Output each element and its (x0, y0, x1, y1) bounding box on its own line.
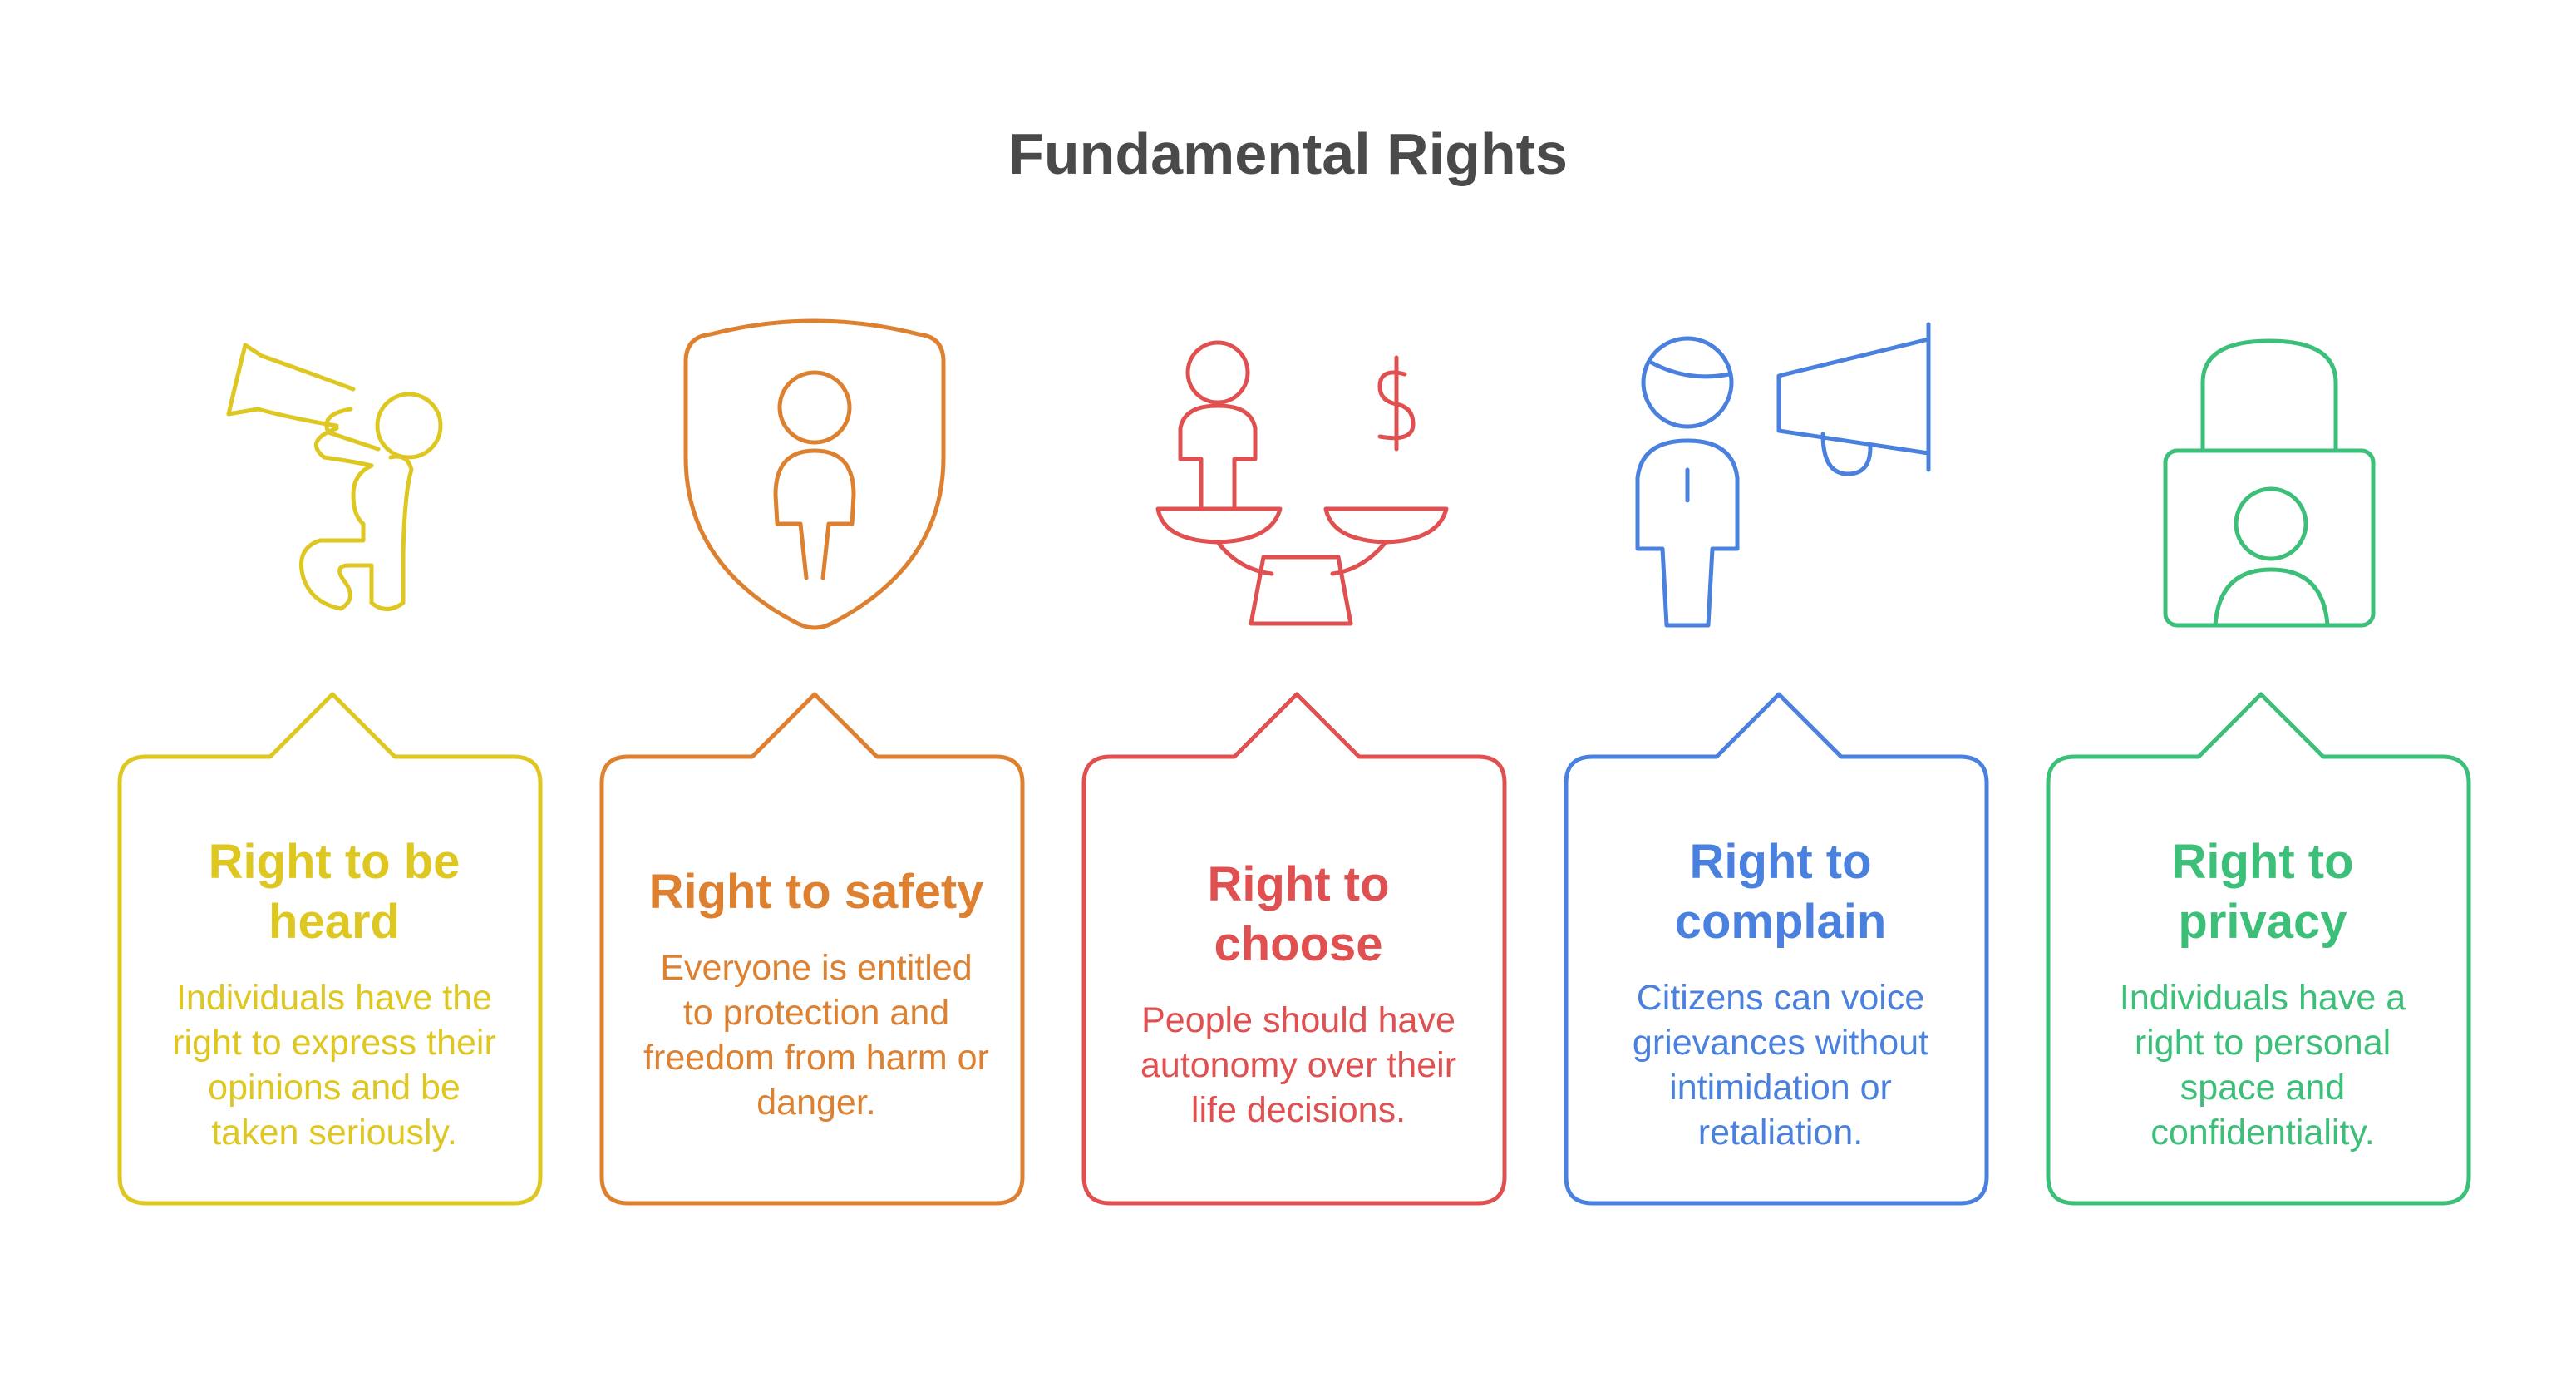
diagram-title: Fundamental Rights (1008, 121, 1568, 186)
card-right-to-privacy: Right to privacy Individuals have a righ… (2046, 690, 2479, 1214)
card-title: Right to safety (648, 865, 984, 919)
padlock-person-icon (2095, 316, 2444, 649)
person-megaphone-icon (1613, 316, 1962, 649)
card-description: Individuals have the right to express th… (172, 978, 496, 1152)
trumpet-player-icon (154, 316, 503, 649)
card-right-to-choose: Right to choose People should have auton… (1081, 690, 1515, 1214)
card-description: Everyone is entitled to protection and f… (643, 948, 989, 1123)
shield-person-icon (640, 316, 989, 649)
card-description: Individuals have a right to personal spa… (2119, 978, 2406, 1152)
card-right-to-be-heard: Right to be heard Individuals have the r… (117, 690, 550, 1214)
card-title: Right to be heard (208, 835, 461, 949)
card-description: People should have autonomy over their l… (1140, 1000, 1457, 1130)
card-right-to-complain: Right to complain Citizens can voice gri… (1564, 690, 1997, 1214)
card-right-to-safety: Right to safety Everyone is entitled to … (599, 690, 1032, 1214)
card-title: Right to choose (1207, 857, 1390, 971)
card-title: Right to privacy (2171, 835, 2354, 949)
card-title: Right to complain (1674, 835, 1887, 949)
person-on-scale-icon (1126, 316, 1475, 649)
card-description: Citizens can voice grievances without in… (1632, 978, 1929, 1152)
